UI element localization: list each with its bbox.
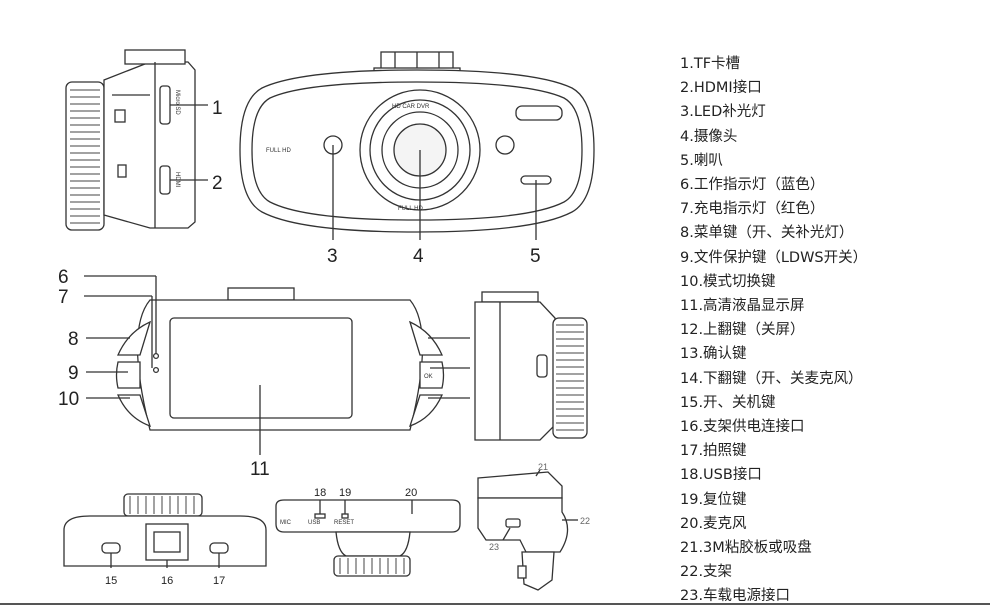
legend-item: 6.工作指示灯（蓝色） (680, 177, 825, 194)
callout-20: 20 (405, 487, 417, 499)
legend-item: 8.菜单键（开、关补光灯） (680, 225, 854, 242)
legend-item: 19.复位键 (680, 491, 747, 508)
callout-19: 19 (339, 487, 351, 499)
callout-10: 10 (58, 389, 79, 410)
callout-1: 1 (212, 98, 223, 119)
legend-item: 4.摄像头 (680, 128, 738, 145)
legend-item: 3.LED补光灯 (680, 104, 766, 121)
side-view-right (474, 291, 588, 441)
legend-item: 9.文件保护键（LDWS开关） (680, 249, 868, 266)
parts-legend: 1.TF卡槽 2.HDMI接口 3.LED补光灯 4.摄像头 5.喇叭 6.工作… (680, 52, 867, 609)
callout-6: 6 (58, 267, 69, 288)
legend-item: 23.车载电源接口 (680, 588, 791, 605)
callout-11: 11 (250, 459, 270, 480)
callout-23: 23 (489, 542, 499, 552)
callout-2: 2 (212, 173, 223, 194)
hd-car-dvr-label: HD CAR DVR (392, 104, 430, 110)
rear-view: OK 6 7 8 9 10 11 12 13 14 (58, 267, 496, 480)
callout-17: 17 (213, 575, 225, 587)
callout-21: 21 (538, 462, 548, 472)
mount-view: 21 22 23 (477, 462, 590, 591)
legend-item: 2.HDMI接口 (680, 80, 762, 97)
legend-item: 17.拍照键 (680, 443, 747, 460)
legend-item: 13.确认键 (680, 346, 747, 363)
legend-item: 14.下翻键（开、关麦克风） (680, 370, 863, 387)
bottom-divider (0, 603, 990, 605)
callout-16: 16 (161, 575, 173, 587)
legend-item: 5.喇叭 (680, 152, 723, 169)
micro-sd-label: Micro SD (174, 90, 180, 115)
top-view: USB RESET MIC 18 19 20 (275, 487, 461, 577)
side-view-left: Micro SD HDMI 1 2 (65, 49, 223, 231)
callout-8: 8 (68, 329, 79, 350)
legend-item: 10.模式切换键 (680, 273, 776, 290)
legend-item: 16.支架供电连接口 (680, 419, 805, 436)
fullhd-label-front: FULL HD (266, 148, 291, 154)
mic-label: MIC (280, 520, 292, 526)
callout-18: 18 (314, 487, 326, 499)
callout-22: 22 (580, 516, 590, 526)
ok-label: OK (424, 374, 433, 380)
fullhd-label-bottom: FULL HD (398, 206, 423, 212)
legend-item: 7.充电指示灯（红色） (680, 201, 825, 218)
legend-item: 18.USB接口 (680, 467, 762, 484)
legend-item: 12.上翻键（关屏） (680, 322, 805, 339)
legend-item: 21.3M粘胶板或吸盘 (680, 540, 812, 557)
callout-9: 9 (68, 363, 79, 384)
bottom-view: 15 16 17 (63, 493, 267, 587)
callout-5: 5 (530, 246, 541, 267)
legend-item: 20.麦克风 (680, 515, 747, 532)
legend-item: 11.高清液晶显示屏 (680, 298, 805, 315)
legend-item: 1.TF卡槽 (680, 56, 741, 72)
reset-label: RESET (334, 520, 354, 526)
callout-4: 4 (413, 246, 424, 267)
usb-label: USB (308, 520, 320, 526)
callout-7: 7 (58, 287, 69, 308)
front-view: HD CAR DVR FULL HD FULL HD 3 4 5 (239, 51, 595, 267)
legend-item: 15.开、关机键 (680, 394, 776, 411)
callout-3: 3 (327, 246, 338, 267)
callout-15: 15 (105, 575, 117, 587)
legend-item: 22.支架 (680, 564, 733, 581)
